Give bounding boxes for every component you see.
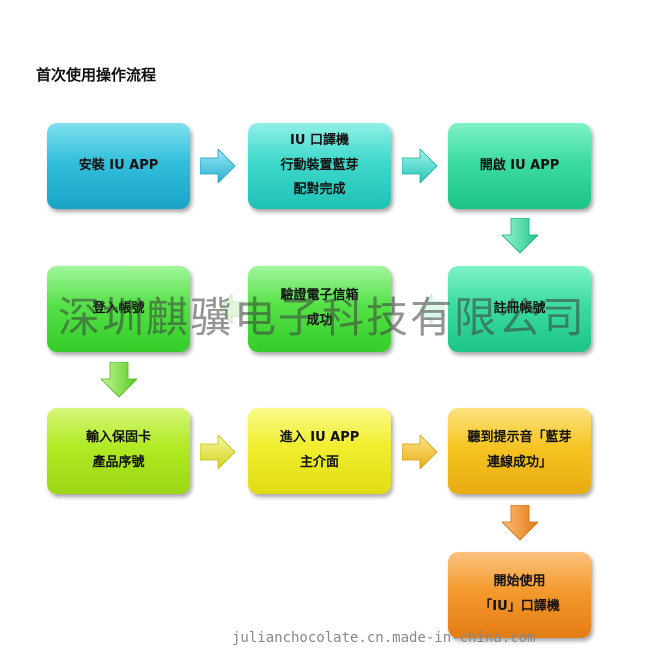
step-text: 進入 IU APP	[279, 430, 360, 446]
step-text: IU 口譯機	[290, 132, 349, 148]
step-login: 登入帳號	[47, 266, 190, 352]
page-title: 首次使用操作流程	[36, 66, 157, 84]
step-bluetooth-success: 聽到提示音「藍芽 連線成功」	[448, 408, 591, 494]
step-enter-serial: 輸入保固卡 產品序號	[47, 408, 190, 494]
step-text: 「IU」口譯機	[479, 599, 560, 614]
step-open-app: 開啟 IU APP	[448, 123, 591, 209]
step-pair-bluetooth: IU 口譯機 行動裝置藍芽 配對完成	[248, 123, 391, 209]
arrow-left-icon	[220, 294, 244, 324]
arrow-right-icon	[200, 435, 236, 469]
footer-url: julianchocolate.cn.made-in-china.com	[232, 630, 536, 646]
step-text: 安裝 IU APP	[78, 157, 159, 173]
step-text: 登入帳號	[92, 300, 145, 316]
step-install-app: 安裝 IU APP	[47, 123, 190, 209]
step-text: 開啟 IU APP	[479, 157, 560, 173]
arrow-down-icon	[101, 362, 137, 398]
step-verify-email: 驗證電子信箱 成功	[248, 266, 391, 352]
step-start-use: 開始使用 「IU」口譯機	[448, 552, 591, 638]
step-text: 開始使用	[493, 574, 546, 590]
step-text: 驗證電子信箱	[280, 288, 359, 304]
step-text: 連線成功」	[486, 455, 552, 470]
step-text: 成功	[306, 313, 333, 328]
arrow-right-icon	[402, 149, 438, 183]
step-text: 聽到提示音「藍芽	[467, 430, 572, 446]
step-main-interface: 進入 IU APP 主介面	[248, 408, 391, 494]
step-text: 主介面	[299, 455, 339, 470]
step-register: 註冊帳號	[448, 266, 591, 352]
step-text: 產品序號	[92, 455, 145, 470]
arrow-right-icon	[402, 435, 438, 469]
step-text: 註冊帳號	[493, 300, 546, 316]
step-text: 行動裝置藍芽	[280, 157, 359, 173]
arrow-right-icon	[200, 149, 236, 183]
step-text: 配對完成	[293, 182, 346, 198]
company-watermark: 深圳麒骥电子科技有限公司	[58, 293, 587, 342]
step-text: 輸入保固卡	[85, 430, 151, 446]
arrow-down-icon	[502, 218, 538, 254]
arrow-left-icon	[420, 294, 444, 324]
arrow-down-icon	[502, 505, 538, 541]
